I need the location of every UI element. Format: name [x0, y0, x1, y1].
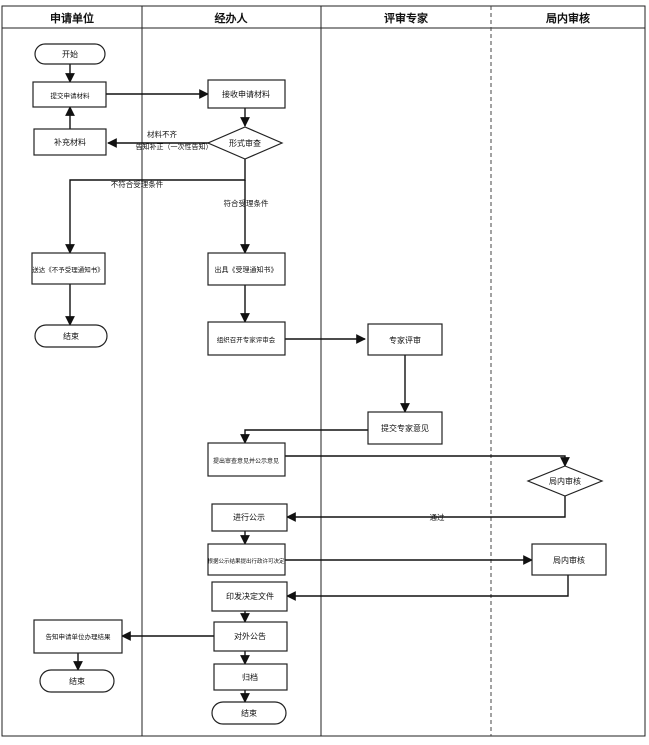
node-archive — [213, 663, 288, 691]
node-issue-decision-label: 印发决定文件 — [226, 591, 274, 601]
lane-header-handler: 经办人 — [215, 11, 249, 25]
node-submit-application — [32, 81, 107, 108]
node-organize-review — [207, 321, 286, 356]
node-submit-opinion-label: 提交专家意见 — [381, 423, 429, 433]
node-submit-opinion — [367, 411, 443, 445]
node-supplement-label: 补充材料 — [54, 137, 86, 147]
edge-audit1-publicity — [286, 496, 566, 522]
node-publicity — [211, 503, 288, 532]
node-draft-decision-label: 根据公示结果提出行政许可决定 — [207, 557, 285, 565]
edge-opinion-handle — [240, 429, 368, 444]
node-bureau-audit-2-label: 局内审核 — [553, 555, 585, 565]
node-accept-notice-label: 出具《受理通知书》 — [215, 265, 278, 274]
edge-label-incomplete: 材料不齐 — [147, 129, 177, 139]
node-send-result — [33, 619, 123, 654]
node-end-1-label: 结束 — [63, 331, 79, 341]
node-form-review-label: 形式审查 — [229, 138, 261, 148]
node-end-2-label: 结束 — [69, 676, 85, 686]
diagram-frame — [1, 5, 646, 737]
node-submit-application-label: 提交申请材料 — [51, 91, 91, 100]
node-bureau-audit-1-label: 局内审核 — [549, 476, 581, 486]
node-issue-decision — [211, 581, 288, 612]
node-receive-materials-label: 接收申请材料 — [222, 89, 270, 99]
lane-header-applicant: 申请单位 — [50, 11, 94, 25]
edge-audit2-issue — [286, 575, 569, 601]
node-start-label: 开始 — [62, 49, 78, 59]
node-archive-label: 归档 — [242, 672, 258, 682]
node-organize-review-label: 组织召开专家评审会 — [217, 335, 276, 344]
edge-label-notify: 告知补正（一次性告知） — [136, 142, 213, 151]
node-announce — [213, 621, 288, 652]
node-end-1 — [34, 324, 108, 348]
node-handle-opinion — [207, 442, 286, 477]
lane-header-expert: 评审专家 — [384, 11, 429, 25]
node-form-review — [206, 126, 284, 160]
node-end-3-label: 结束 — [241, 708, 257, 718]
edge-label-not-meet: 不符合受理条件 — [111, 179, 164, 189]
node-not-accept-label: 送达《不予受理通知书》 — [32, 265, 104, 274]
node-start — [34, 43, 106, 65]
lane-header-bureau: 局内审核 — [545, 11, 590, 25]
node-receive-materials — [207, 79, 286, 109]
node-expert-review-label: 专家评审 — [389, 335, 421, 345]
node-expert-review — [367, 323, 443, 356]
node-supplement — [33, 128, 107, 156]
node-bureau-audit-2 — [531, 543, 607, 576]
node-bureau-audit-1 — [526, 465, 604, 497]
node-announce-label: 对外公告 — [234, 631, 266, 641]
edge-handle-audit1 — [285, 455, 570, 467]
edge-label-meet: 符合受理条件 — [224, 198, 269, 208]
edge-label-pass: 通过 — [430, 512, 445, 522]
node-send-result-label: 告知申请单位办理结果 — [46, 632, 112, 641]
node-not-accept — [31, 252, 106, 285]
edge-review-notaccept — [65, 159, 246, 254]
node-draft-decision — [207, 543, 286, 576]
node-handle-opinion-label: 提出审查意见并公示意见 — [213, 457, 279, 465]
node-end-2 — [39, 669, 115, 693]
node-end-3 — [211, 701, 287, 725]
node-publicity-label: 进行公示 — [233, 512, 265, 522]
node-accept-notice — [207, 252, 286, 286]
